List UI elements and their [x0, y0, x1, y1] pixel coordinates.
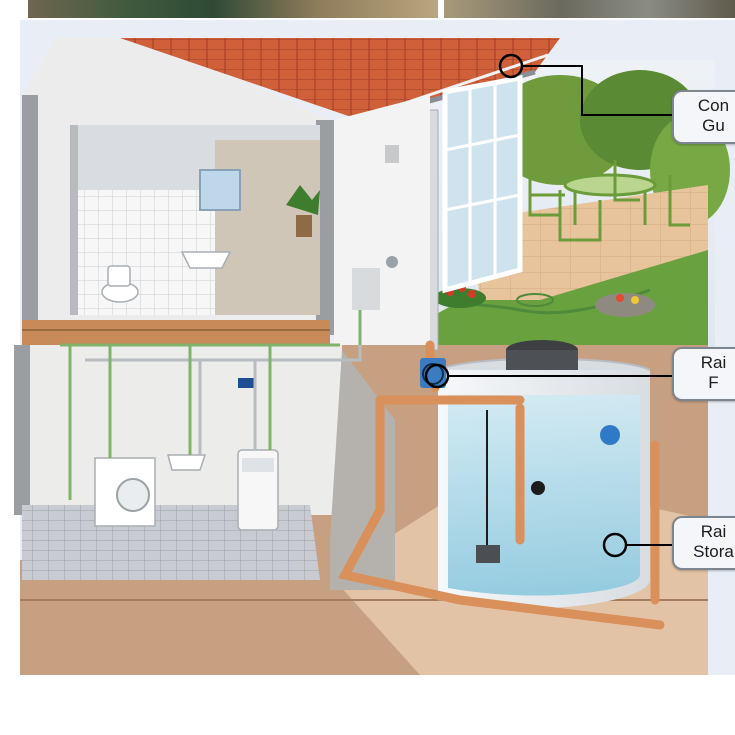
callout-gutter-line-1: Con [697, 96, 730, 115]
toilet [101, 265, 139, 303]
callout-filter-line-2: F [708, 373, 719, 392]
house-upper-floor [22, 38, 334, 335]
cropped-photo-right [444, 0, 735, 18]
callout-leader-filter [424, 363, 672, 389]
upper-floor-slab [22, 320, 330, 345]
callout-gutter-label: Con Gu [672, 90, 735, 144]
outdoor-tap [352, 256, 398, 310]
callout-gutter-line-2: Gu [702, 116, 725, 135]
callout-tank-label: Rai Stora [672, 516, 735, 570]
tank-inlet [600, 425, 620, 445]
washing-machine [94, 457, 156, 527]
submersible-pump [476, 410, 545, 563]
callout-filter-label: Rai F [672, 347, 735, 401]
callout-leader-tank [602, 532, 672, 558]
patio-furniture [528, 160, 690, 242]
rainwater-storage-tank [437, 340, 651, 609]
house-water-pipes [60, 300, 362, 500]
rain-filter [420, 358, 446, 388]
callout-tank-line-1: Rai [700, 522, 727, 541]
callout-tank-line-2: Stora [693, 542, 734, 561]
bathroom-sink [180, 251, 232, 269]
top-photo-strip [0, 0, 735, 20]
utility-room [14, 345, 395, 590]
callout-leader-gutter [498, 53, 672, 116]
flower-bed [434, 284, 655, 317]
pump-control-unit [237, 378, 279, 531]
potted-plant [286, 185, 320, 237]
utility-sink [167, 454, 207, 471]
callout-filter-line-1: Rai [700, 353, 727, 372]
cropped-photo-left [28, 0, 438, 18]
